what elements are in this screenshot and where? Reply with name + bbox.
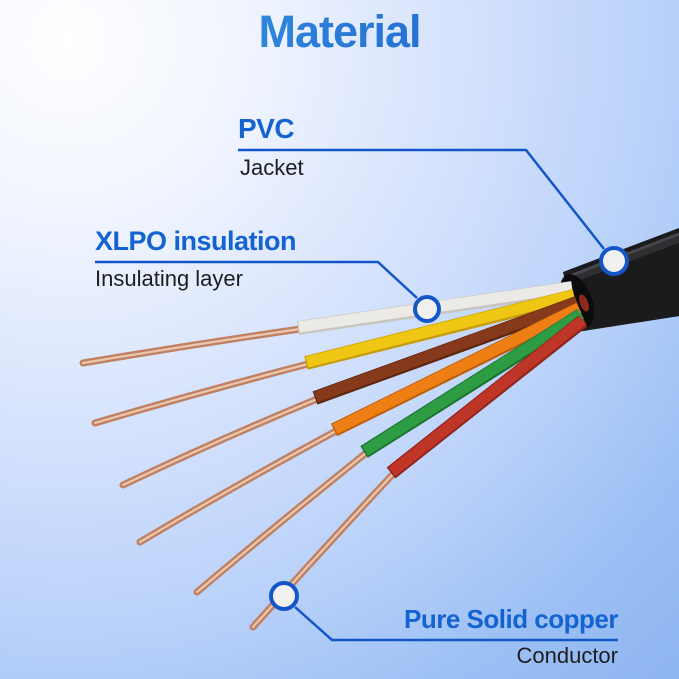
insulation xyxy=(305,289,576,368)
wire-green xyxy=(193,309,585,596)
insulation xyxy=(362,309,584,456)
pvc-jacket xyxy=(559,227,679,332)
insulation xyxy=(314,296,579,403)
callout-xlpo-sublabel: Insulating layer xyxy=(95,266,243,291)
page-title: Material xyxy=(0,6,679,58)
wire-brown xyxy=(119,296,580,489)
insulation xyxy=(388,315,587,477)
wire-orange xyxy=(136,302,583,546)
copper-marker-circle xyxy=(269,581,299,611)
pvc-marker-circle xyxy=(599,246,629,276)
insulation xyxy=(332,303,582,434)
xlpo-marker-circle xyxy=(413,295,441,323)
callout-pvc-label: PVC xyxy=(238,113,295,144)
callout-copper-sublabel: Conductor xyxy=(516,643,618,668)
pvc-callout-line xyxy=(238,148,605,250)
wire-yellow xyxy=(91,289,576,427)
callout-pvc-sublabel: Jacket xyxy=(240,155,304,180)
copper-callout-line xyxy=(294,606,618,642)
callout-xlpo-label: XLPO insulation xyxy=(95,226,297,256)
xlpo-callout-line xyxy=(95,260,418,299)
wire-red xyxy=(249,315,588,631)
callout-copper-label: Pure Solid copper xyxy=(404,604,619,634)
